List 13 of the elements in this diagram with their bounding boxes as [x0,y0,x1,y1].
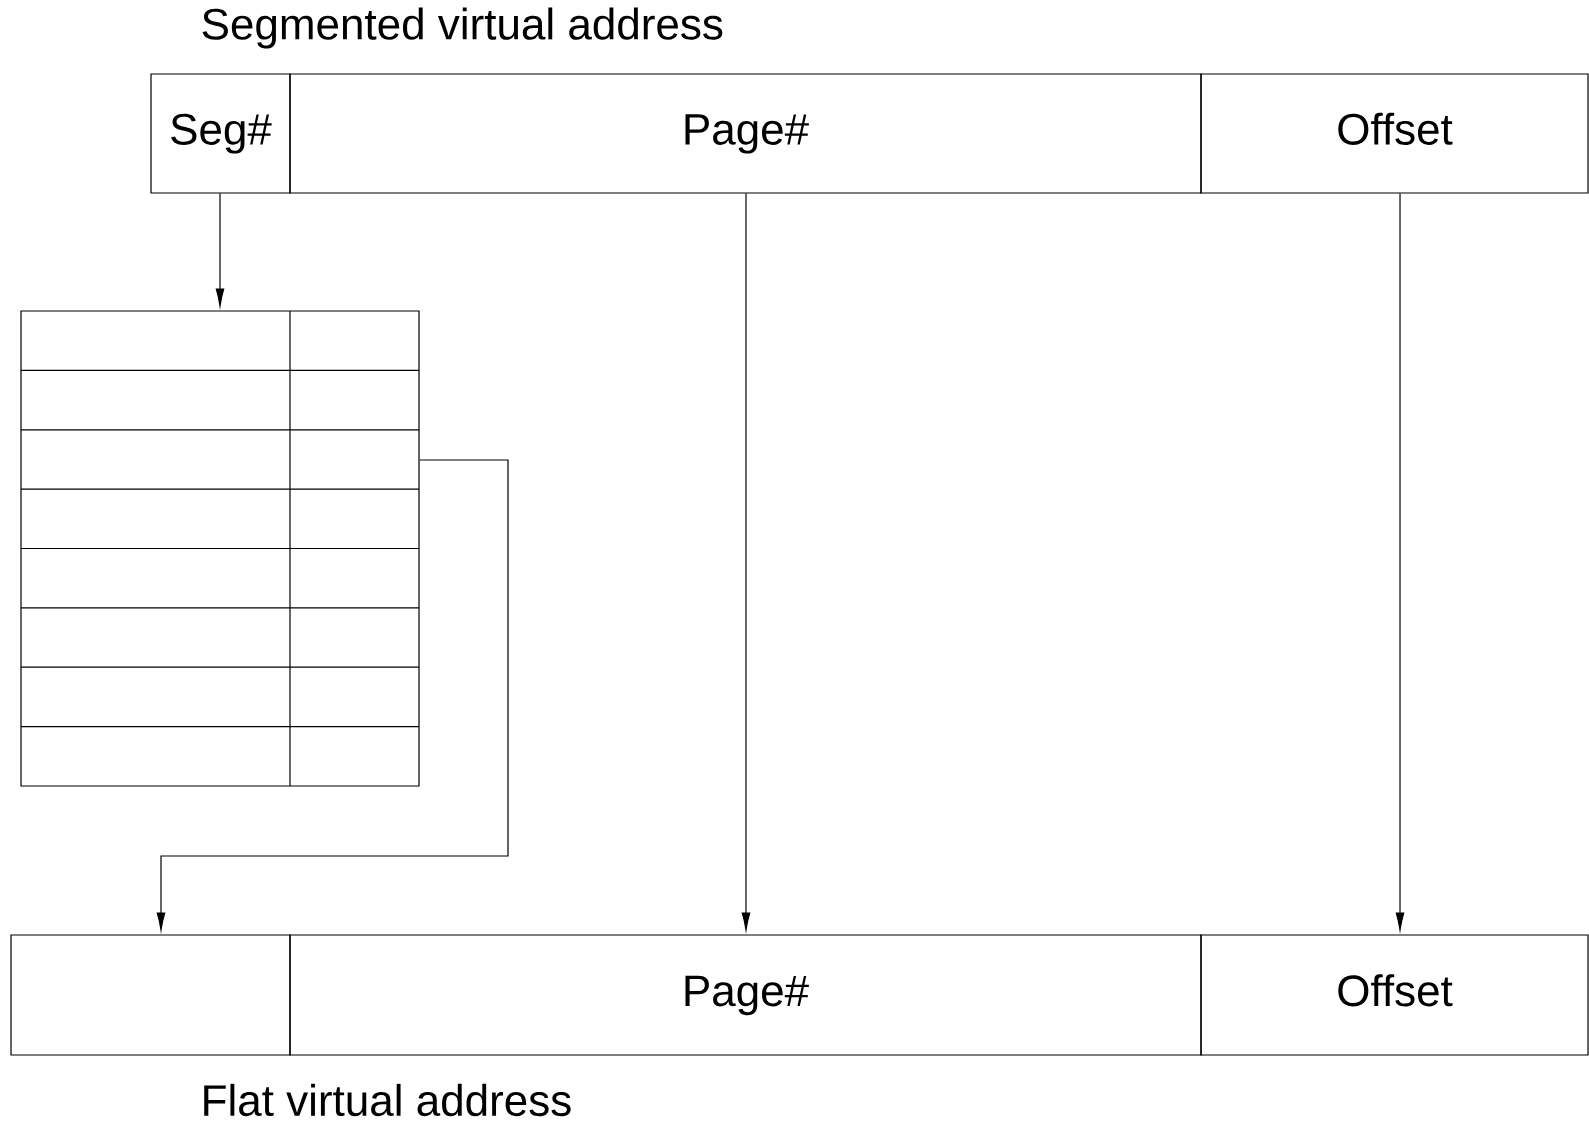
address-caption: Segmented virtual address [202,7,723,49]
address-field: Offset [1200,934,1589,1056]
address-field: Page# [289,934,1202,1056]
address-field [10,934,291,1056]
address-field: Offset [1200,73,1589,194]
arrow [215,193,225,307]
arrow [1395,193,1405,931]
segment-table [20,310,420,787]
address-field: Seg# [150,73,291,194]
arrow [156,459,509,931]
address-field: Page# [289,73,1202,194]
arrow [741,193,751,931]
address-caption: Flat virtual address [204,1083,571,1117]
